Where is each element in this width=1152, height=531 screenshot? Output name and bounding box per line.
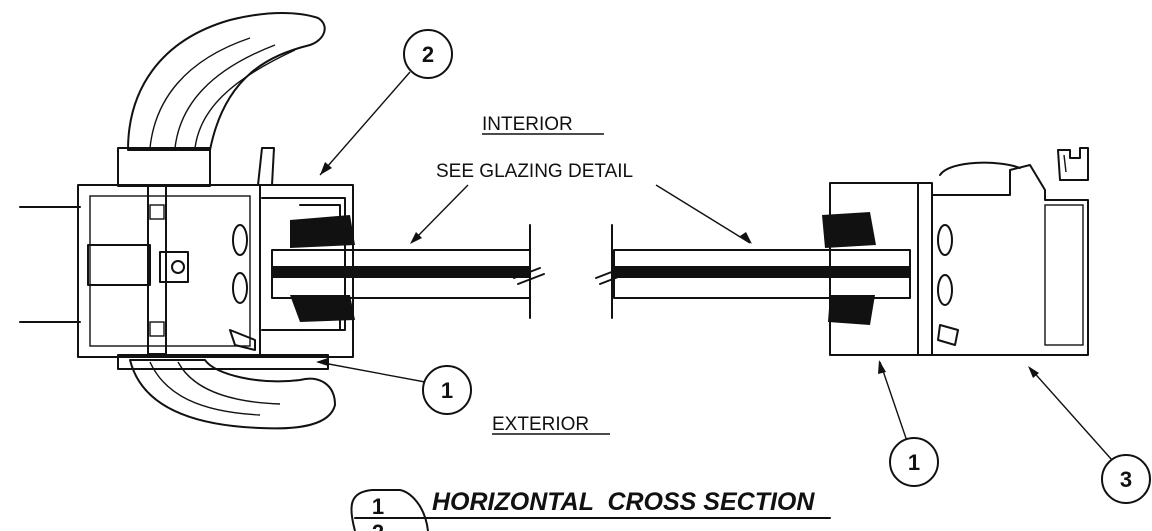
handle-mount-block (117, 147, 211, 187)
right-frame-profile (829, 182, 933, 356)
pull-handle-top (127, 12, 326, 151)
right-jamb-assembly (595, 147, 1089, 356)
exterior-label: EXTERIOR (492, 414, 589, 435)
interior-label: INTERIOR (482, 114, 573, 135)
detail-title-block: 1 2 HORIZONTAL CROSS SECTION (350, 488, 831, 531)
sheet-number: 2 (372, 520, 384, 531)
callout-bubble-1-right: 1 (889, 437, 939, 487)
callout-bubble-2: 2 (403, 29, 453, 79)
left-glazing-gaskets (290, 204, 355, 331)
callout-bubble-1-left: 1 (422, 365, 472, 415)
svg-text:3: 3 (1120, 467, 1132, 492)
left-glass-lite (271, 224, 545, 319)
detail-number: 1 (372, 494, 384, 519)
leader-lines (316, 71, 1113, 461)
callout-bubble-3: 3 (1101, 454, 1151, 504)
svg-text:1: 1 (441, 378, 453, 403)
jamb-receptor (931, 164, 1089, 356)
svg-text:2: 2 (422, 42, 434, 67)
svg-text:1: 1 (908, 450, 920, 475)
pull-handle-bottom (129, 359, 336, 430)
see-glazing-detail-label: SEE GLAZING DETAIL (436, 161, 633, 182)
drawing-title: HORIZONTAL CROSS SECTION (432, 488, 815, 516)
lock-body (87, 244, 151, 286)
